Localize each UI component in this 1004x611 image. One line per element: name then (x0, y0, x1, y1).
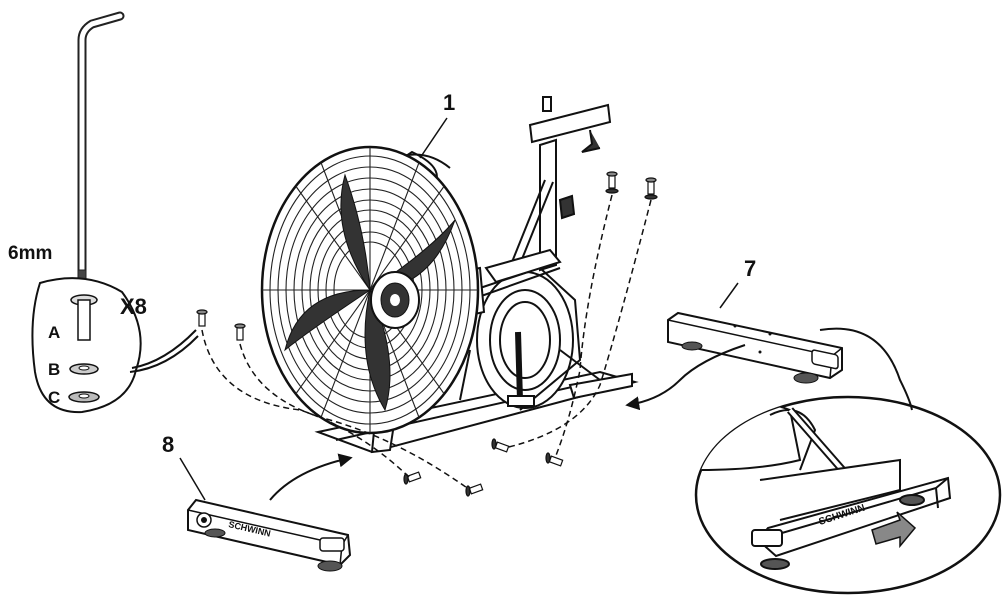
rear-stabilizer-8 (187, 498, 352, 572)
callout-8: 8 (162, 432, 175, 457)
hardware-quantity-label: X8 (120, 294, 147, 319)
fan-cage-icon (260, 145, 480, 435)
front-stabilizer-7 (667, 311, 843, 384)
callout-1: 1 (443, 90, 456, 115)
callout-leaders (179, 117, 739, 501)
bolt-icon (234, 323, 246, 341)
washer-b-icon (69, 363, 99, 375)
bolt-icons (196, 171, 658, 497)
hardware-label-a: A (48, 323, 61, 342)
callout-7: 7 (744, 256, 757, 281)
direction-arrows (269, 327, 913, 501)
washer-c-icon (68, 391, 100, 403)
hardware-label-b: B (48, 360, 61, 379)
bolt-guide-lines (201, 194, 652, 491)
bolt-icon (196, 309, 208, 327)
bolt-icon (644, 177, 658, 200)
bolt-icon (491, 438, 510, 453)
bolt-a-icon (70, 294, 98, 341)
zoom-detail-inset (694, 395, 1002, 595)
bolt-icon (465, 483, 484, 497)
hardware-label-c: C (48, 388, 61, 407)
bolt-icon (545, 452, 564, 467)
wrench-size-label: 6mm (8, 243, 53, 264)
hardware-callout-bubble (31, 277, 199, 414)
allen-wrench-icon (77, 11, 125, 287)
bolt-icon (605, 171, 619, 194)
